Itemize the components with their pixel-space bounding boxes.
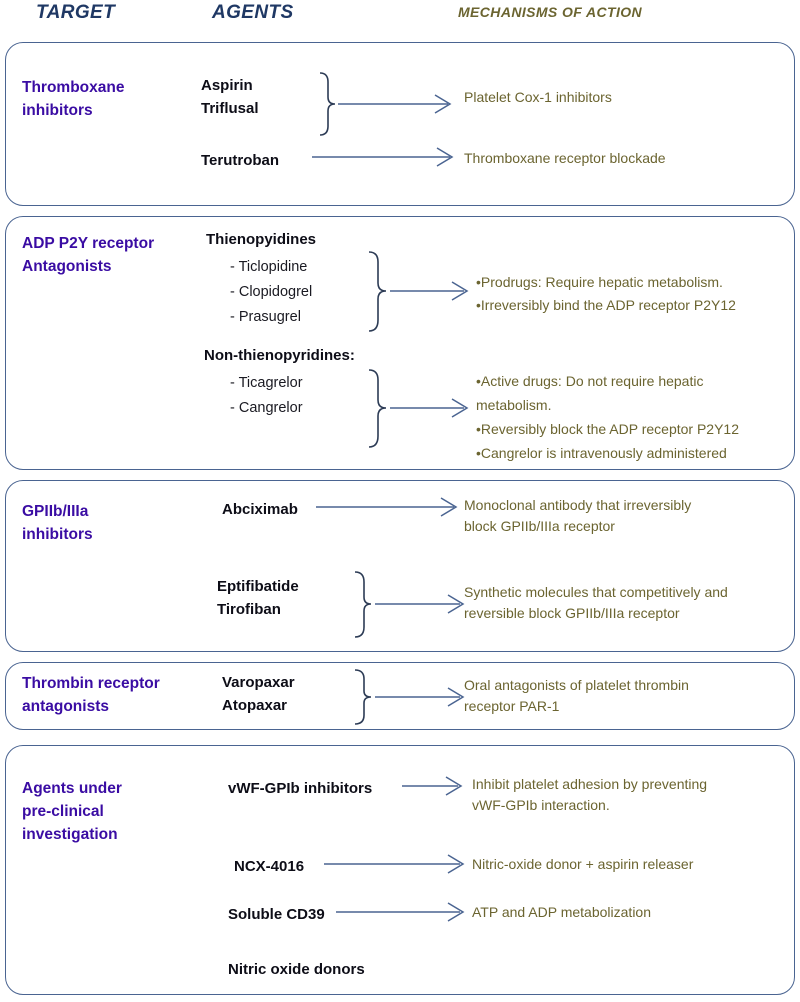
agent-aspirin-triflusal: Aspirin Triflusal (201, 77, 259, 117)
mechanism-synthetic-molecules: Synthetic molecules that competitively a… (464, 584, 728, 622)
connector-brace-arrow-6 (350, 569, 480, 641)
agent-abciximab: Abciximab (222, 501, 298, 518)
agent-soluble-cd39: Soluble CD39 (228, 906, 325, 923)
mechanism-nitric-oxide-donor-aspirin-releaser: Nitric-oxide donor + aspirin releaser (472, 856, 694, 872)
column-header-target: TARGET (36, 2, 116, 23)
mechanism-prodrugs-irreversible: •Prodrugs: Require hepatic metabolism. •… (476, 274, 736, 313)
mechanism-monoclonal-antibody: Monoclonal antibody that irreversibly bl… (464, 497, 692, 535)
connector-brace-arrow-1 (314, 69, 464, 139)
agent-vwf-gpib-inhibitors: vWF-GPIb inhibitors (228, 780, 373, 797)
target-label-agents-under-pre-clinical-investigation: Agents under pre-clinical investigation (22, 780, 122, 843)
connector-arrow-8 (400, 772, 470, 800)
column-header-mechanisms: MECHANISMS OF ACTION (458, 4, 643, 20)
column-headers: TARGET AGENTS MECHANISMS OF ACTION (0, 0, 800, 34)
connector-arrow-10 (334, 898, 474, 926)
connector-arrow-9 (322, 850, 472, 878)
agent-list-non-thienopyridines: - Ticagrelor - Cangrelor (230, 375, 303, 416)
target-label-thrombin-receptor-antagonists: Thrombin receptor antagonists (22, 675, 160, 715)
agent-terutroban: Terutroban (201, 152, 280, 169)
target-label-thromboxane-inhibitors: Thromboxane inhibitors (22, 79, 125, 119)
connector-arrow-2 (310, 143, 465, 171)
agent-ncx-4016: NCX-4016 (234, 858, 305, 875)
mechanism-active-drugs-reversible: •Active drugs: Do not require hepatic me… (476, 373, 739, 462)
target-label-adp-p2y-receptor-antagonists: ADP P2Y receptor Antagonists (22, 235, 155, 275)
agent-eptifibatide-tirofiban: Eptifibatide Tirofiban (217, 578, 299, 618)
section-adp-p2y-receptor-antagonists: ADP P2Y receptor Antagonists Thienopyidi… (5, 216, 795, 470)
agent-list-thienopyidines: - Ticlopidine - Clopidogrel - Prasugrel (230, 259, 313, 325)
agent-nitric-oxide-donors: Nitric oxide donors (228, 961, 365, 978)
agent-group-non-thienopyridines: Non-thienopyridines: (204, 347, 355, 364)
column-header-agents: AGENTS (212, 2, 294, 23)
section-agents-under-pre-clinical-investigation: Agents under pre-clinical investigation … (5, 745, 795, 995)
mechanism-platelet-cox1-inhibitors: Platelet Cox-1 inhibitors (464, 89, 612, 105)
agent-varopaxar-atopaxar: Varopaxar Atopaxar (222, 674, 295, 714)
section-thrombin-receptor-antagonists: Thrombin receptor antagonists Varopaxar … (5, 662, 795, 730)
section-thromboxane-inhibitors: Thromboxane inhibitors Aspirin Triflusal… (5, 42, 795, 206)
connector-arrow-5 (314, 493, 464, 521)
connector-brace-arrow-4 (364, 367, 484, 451)
target-label-gpiib-iiia-inhibitors: GPIIb/IIIa inhibitors (22, 503, 93, 543)
mechanism-atp-adp-metabolization: ATP and ADP metabolization (472, 904, 651, 920)
mechanism-thromboxane-receptor-blockade: Thromboxane receptor blockade (464, 150, 666, 166)
connector-brace-arrow-3 (364, 249, 484, 335)
mechanism-inhibit-platelet-adhesion: Inhibit platelet adhesion by preventing … (472, 776, 708, 814)
mechanism-oral-antagonists-par1: Oral antagonists of platelet thrombin re… (464, 677, 689, 715)
agent-group-thienopyidines: Thienopyidines (206, 231, 317, 248)
section-gpiib-iiia-inhibitors: GPIIb/IIIa inhibitors Abciximab Monoclon… (5, 480, 795, 652)
connector-brace-arrow-7 (350, 667, 480, 729)
